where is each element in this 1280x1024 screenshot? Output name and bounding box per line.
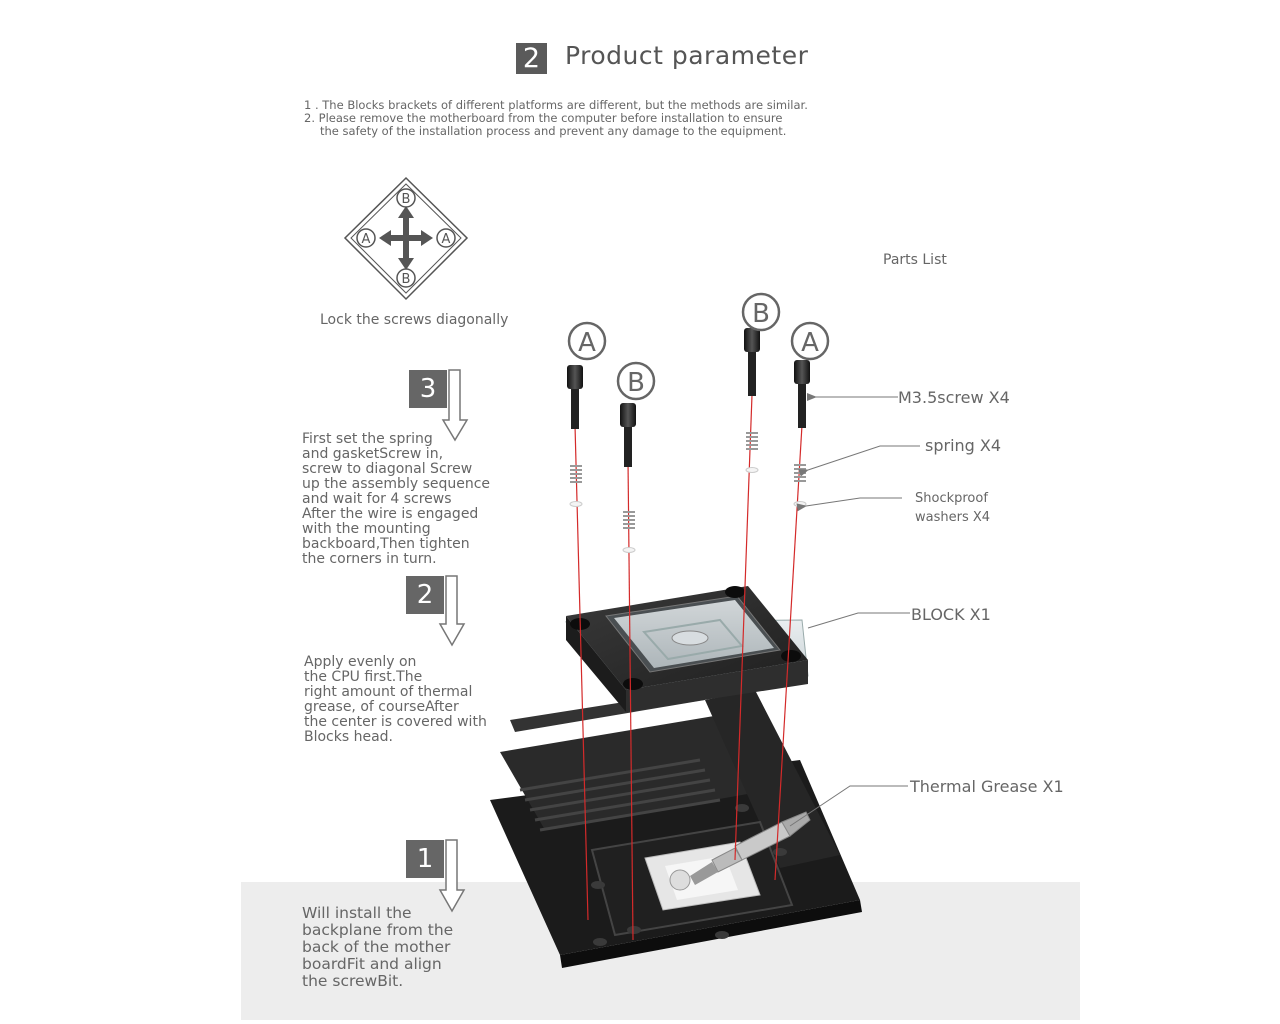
lock-diagram: B A A B [343, 176, 469, 301]
lock-a-right-circle [436, 228, 456, 248]
screw-label-a-left: A [578, 328, 596, 358]
screw-label-b-left: B [627, 368, 645, 398]
lock-letter-b-top: B [402, 192, 411, 207]
screw-a-left [567, 365, 583, 429]
screw-a-right [794, 360, 810, 428]
thermal-grease-syringe [669, 811, 811, 891]
note-line-1: 1 . The Blocks brackets of different pla… [304, 98, 808, 112]
screw-label-a-right: A [801, 328, 819, 358]
note-line-2: 2. Please remove the motherboard from th… [304, 111, 783, 125]
step-1-down-arrow [438, 839, 466, 913]
step-2-down-arrow [438, 575, 466, 647]
lock-a-left-circle [356, 228, 376, 248]
screw-label-b-right: B [752, 299, 770, 329]
water-block [565, 586, 809, 712]
part-label-washers-line1: Shockproof [915, 491, 988, 506]
lock-letter-b-bottom: B [402, 272, 411, 287]
page-title: Product parameter [565, 41, 809, 70]
step-arrows [438, 369, 469, 913]
parts-list-title: Parts List [883, 252, 947, 268]
step-3-down-arrow [441, 369, 469, 442]
lock-diagram-caption: Lock the screws diagonally [320, 312, 509, 328]
leader-lines [789, 393, 920, 827]
part-label-thermal-grease: Thermal Grease X1 [910, 777, 1064, 796]
lock-b-top-circle [396, 188, 416, 208]
screw-label-b-left-circle [616, 361, 656, 401]
section-number-badge: 2 [516, 43, 547, 74]
lock-letter-a-right: A [442, 232, 451, 247]
screw-set [567, 328, 810, 467]
washer-set [569, 467, 807, 553]
screw-b-left [620, 403, 636, 467]
part-label-washers-line2: washers X4 [915, 510, 991, 525]
note-line-3: the safety of the installation process a… [320, 124, 787, 138]
step-2-badge: 2 [406, 576, 444, 614]
lock-letter-a-left: A [362, 232, 371, 247]
step-3-badge: 3 [409, 370, 447, 408]
step-2-instructions: Apply evenly on the CPU first.The right … [304, 654, 487, 745]
spring-set [570, 432, 806, 529]
part-label-block: BLOCK X1 [911, 605, 991, 624]
step-3-instructions: First set the spring and gasketScrew in,… [302, 431, 491, 567]
screw-label-a-left-circle [567, 321, 607, 361]
screw-b-right [744, 328, 760, 396]
screw-label-b-right-circle [741, 292, 781, 332]
step-1-instructions: Will install the backplane from the back… [302, 904, 454, 990]
screw-label-a-right-circle [790, 321, 830, 361]
screw-label-circles [567, 292, 830, 401]
part-label-screw: M3.5screw X4 [898, 388, 1010, 407]
step-1-badge: 1 [406, 840, 444, 878]
part-label-spring: spring X4 [925, 436, 1002, 455]
lock-b-bottom-circle [396, 268, 416, 288]
motherboard [490, 690, 862, 968]
